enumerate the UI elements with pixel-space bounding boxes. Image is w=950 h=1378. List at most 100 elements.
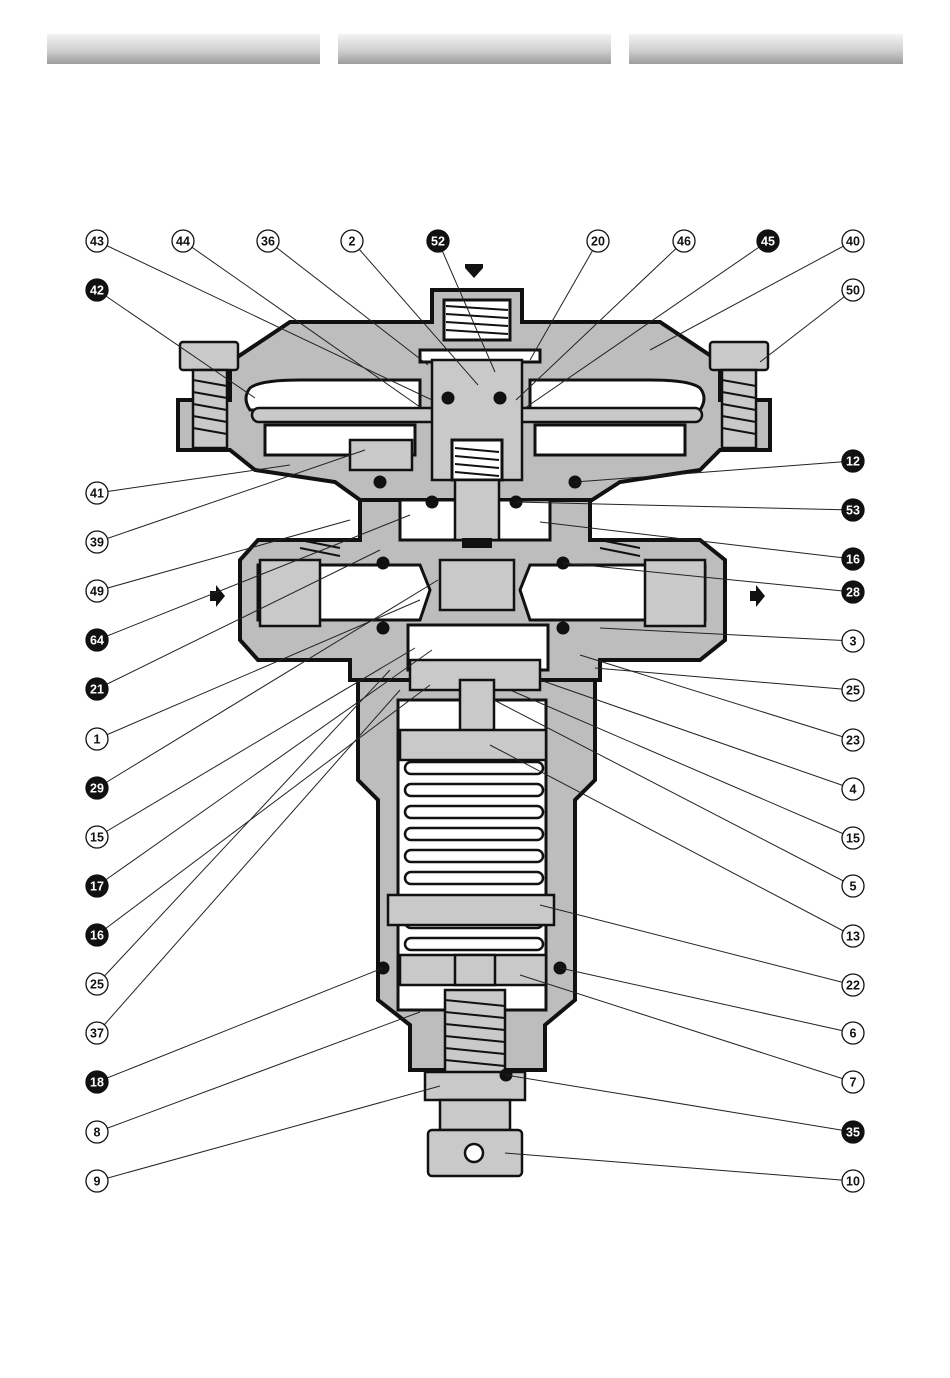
callout-label: 29 [90,782,104,796]
callout-label: 12 [846,455,860,469]
callout-10: 10 [505,1153,864,1192]
callout-35: 35 [506,1075,864,1143]
callout-18: 18 [86,968,383,1093]
callout-leader [560,968,853,1033]
callout-leader [97,450,365,542]
diaphragm-chamber [246,380,420,410]
callout-label: 16 [846,553,860,567]
callout-label: 25 [846,684,860,698]
callout-label: 8 [94,1126,101,1140]
callout-label: 28 [846,586,860,600]
o-ring [374,476,386,488]
o-ring [557,622,569,634]
spring-coil [405,850,543,862]
spring-coil [405,872,543,884]
spring-coil [405,828,543,840]
o-ring [442,392,454,404]
callout-label: 50 [846,284,860,298]
callout-label: 37 [90,1027,104,1041]
callout-label: 52 [431,235,445,249]
adjusting-guide [455,955,495,985]
o-ring [377,557,389,569]
callout-label: 17 [90,880,104,894]
callout-leader [520,975,853,1082]
callout-25: 25 [595,668,864,701]
callout-label: 2 [349,235,356,249]
callout-leader [97,1012,420,1132]
valve-body-drawing [178,264,770,1176]
callout-leader [505,1153,853,1181]
callout-8: 8 [86,1012,420,1143]
callout-label: 20 [591,235,605,249]
callout-label: 7 [850,1076,857,1090]
callout-label: 46 [677,235,691,249]
callout-label: 4 [850,783,857,797]
spring-plate-upper [400,730,546,760]
callout-label: 6 [850,1027,857,1041]
callout-label: 22 [846,979,860,993]
arrow-inlet-top [465,264,483,278]
callout-23: 23 [580,655,864,751]
callout-leader [97,1086,440,1181]
spring-coil [405,762,543,774]
valve-poppet [455,480,499,540]
callout-label: 1 [94,733,101,747]
lower-chamber-right [535,425,685,455]
callout-leader [506,1075,853,1132]
callout-50: 50 [760,279,864,362]
callout-label: 39 [90,536,104,550]
callout-label: 18 [90,1076,104,1090]
o-ring [377,622,389,634]
callout-label: 21 [90,683,104,697]
outlet-fitting [645,560,705,626]
callout-leader [540,905,853,985]
callout-label: 36 [261,235,275,249]
hex-nut-left [350,440,412,470]
callout-label: 9 [94,1175,101,1189]
o-ring [426,496,438,508]
spring-plate-lower [388,895,554,925]
callout-label: 45 [761,235,775,249]
inlet-fitting [260,560,320,626]
diaphragm-chamber-right [530,380,704,410]
callout-label: 43 [90,235,104,249]
callout-label: 53 [846,504,860,518]
callout-label: 15 [90,831,104,845]
callout-leader [650,241,853,350]
callout-37: 37 [86,690,400,1044]
callout-label: 10 [846,1175,860,1189]
callout-6: 6 [560,968,864,1044]
spring-coil [405,938,543,950]
cap-hole [465,1144,483,1162]
arrow-inlet-left [210,585,225,607]
valve-seal [462,538,492,548]
o-ring [494,392,506,404]
callout-label: 13 [846,930,860,944]
callout-leader [580,655,853,740]
callout-label: 3 [850,635,857,649]
valve-seat-block [440,560,514,610]
callout-label: 15 [846,832,860,846]
screw-shaft [440,1100,510,1130]
callout-label: 41 [90,487,104,501]
callout-9: 9 [86,1086,440,1192]
callout-label: 44 [176,235,190,249]
callout-label: 16 [90,929,104,943]
callout-leader [97,465,290,493]
callout-leader [97,690,400,1033]
spring-coil [405,784,543,796]
callout-22: 22 [540,905,864,996]
callout-label: 42 [90,284,104,298]
callout-label: 5 [850,880,857,894]
callout-42: 42 [86,279,255,398]
callout-label: 64 [90,634,104,648]
callout-leader [97,670,390,984]
spring-coil [405,806,543,818]
callout-25: 25 [86,670,390,995]
callout-label: 35 [846,1126,860,1140]
arrow-outlet-right [750,585,765,607]
callout-label: 25 [90,978,104,992]
callout-label: 23 [846,734,860,748]
callout-leader [760,290,853,362]
